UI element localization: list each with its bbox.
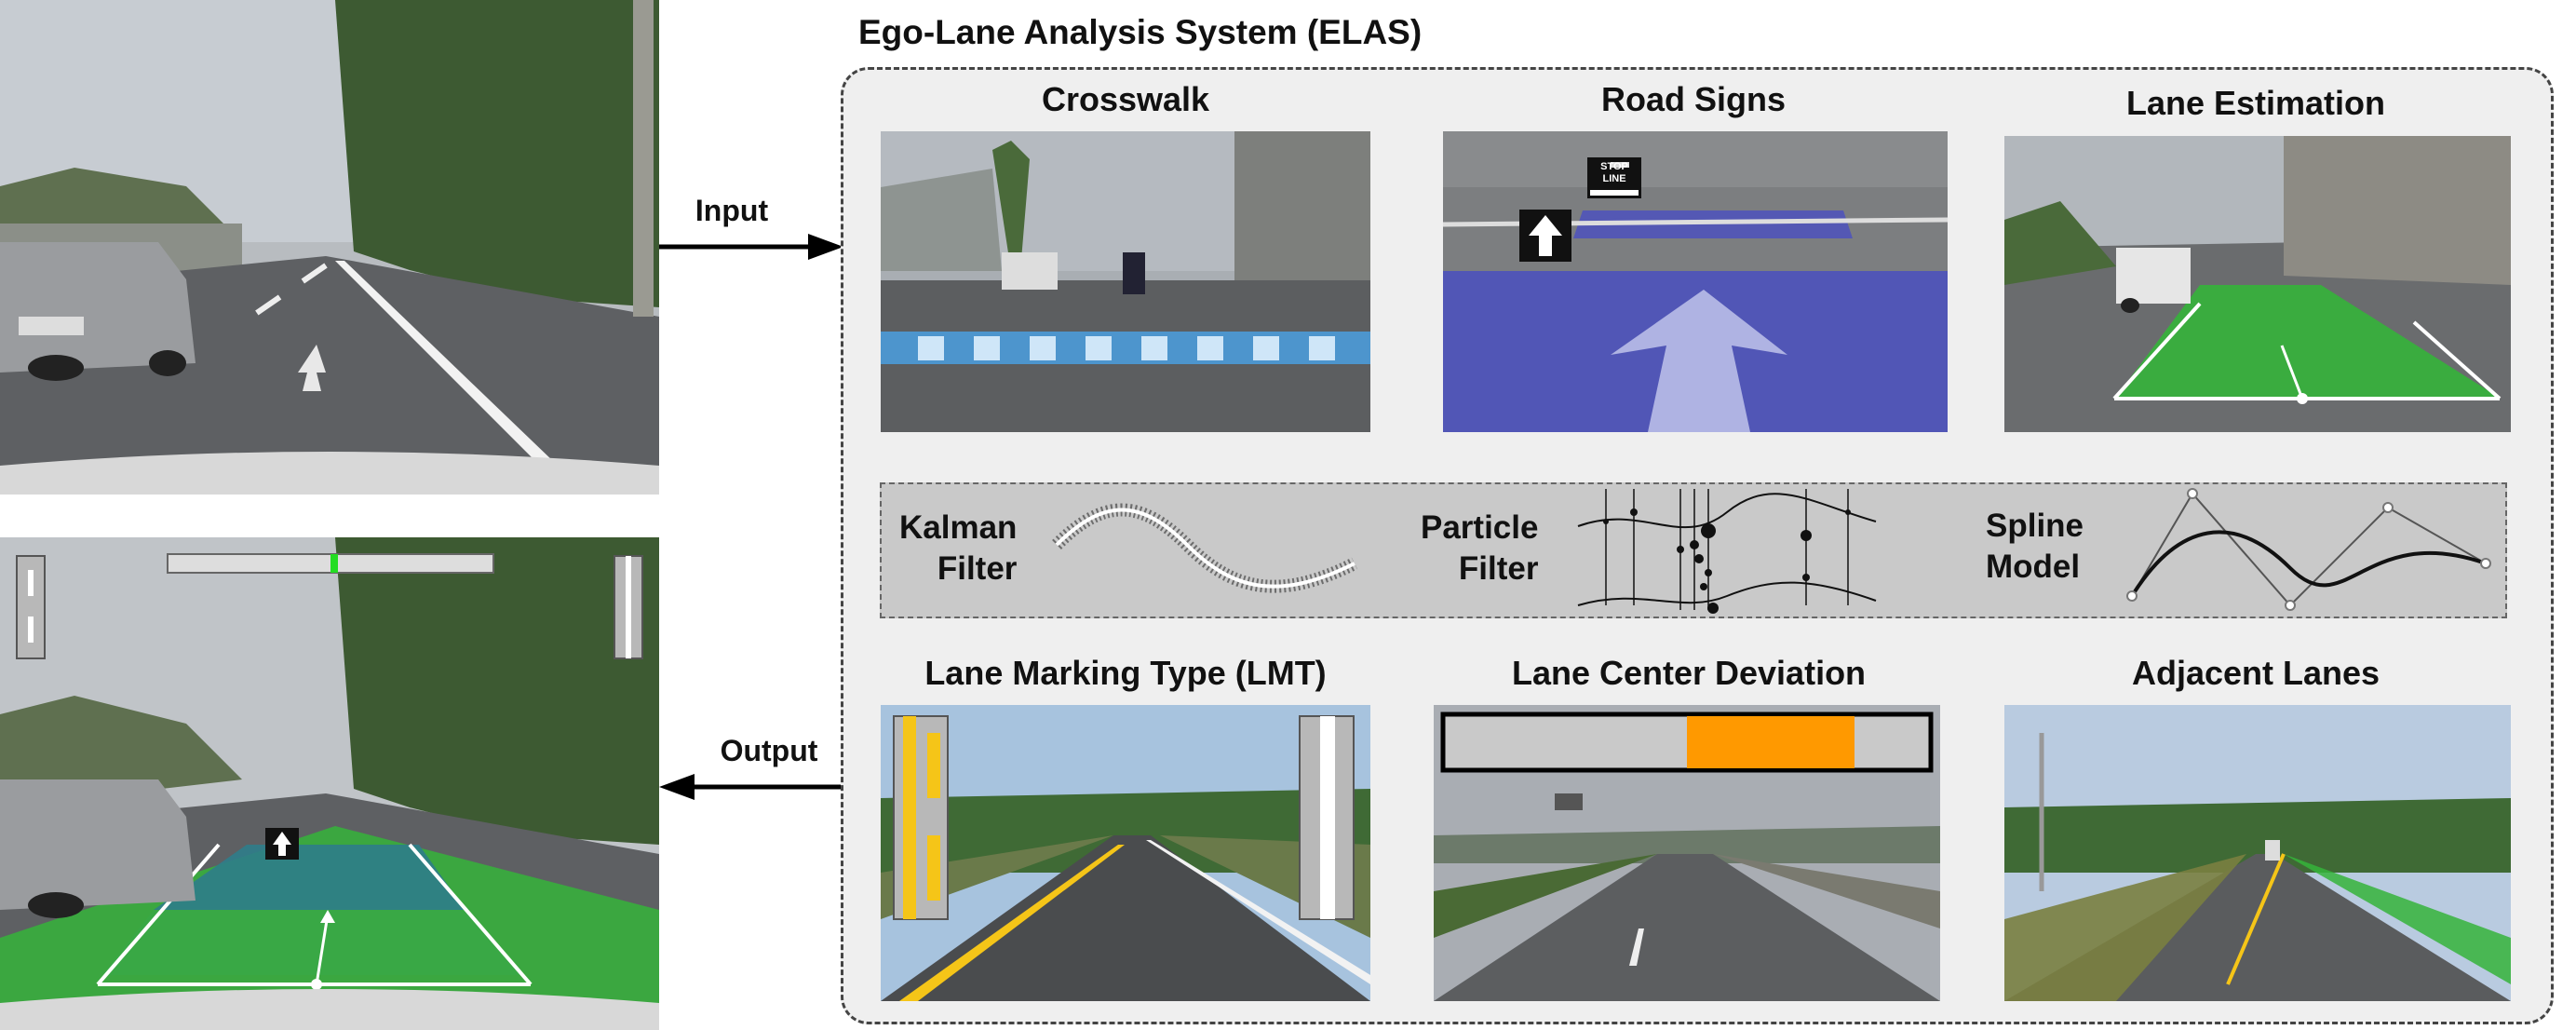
kalman-filter-label: Kalman Filter	[899, 509, 1018, 587]
tracking-models-strip	[880, 482, 2507, 618]
particle-filter-icon	[1577, 489, 1877, 614]
adjacent-lanes-title: Adjacent Lanes	[2131, 654, 2380, 692]
output-label: Output	[720, 734, 818, 767]
road-signs-photo: STOP LINE	[1443, 131, 1948, 432]
input-road-photo	[0, 0, 659, 495]
lane-estimation-title: Lane Estimation	[2125, 84, 2386, 122]
road-signs-title: Road Signs	[1600, 80, 1787, 118]
output-road-photo	[0, 537, 659, 1030]
spline-model-icon	[2126, 488, 2491, 611]
lane-estimation-photo	[2004, 136, 2511, 432]
lane-center-deviation-title: Lane Center Deviation	[1511, 654, 1867, 692]
system-title: Ego-Lane Analysis System (ELAS)	[858, 13, 1423, 51]
lmt-photo	[881, 705, 1370, 1001]
lmt-title: Lane Marking Type (LMT)	[924, 654, 1327, 692]
crosswalk-photo	[881, 131, 1370, 432]
stop-line-sign: STOP LINE	[1600, 161, 1628, 184]
spline-model-label: Spline Model	[1986, 508, 2084, 585]
input-label: Input	[695, 194, 769, 227]
lane-center-deviation-photo	[1434, 705, 1940, 1001]
particle-filter-label: Particle Filter	[1421, 509, 1539, 587]
kalman-filter-icon	[1052, 503, 1358, 593]
input-arrow	[659, 234, 843, 260]
adjacent-lanes-photo	[2004, 705, 2511, 1001]
crosswalk-title: Crosswalk	[1041, 80, 1210, 118]
output-arrow	[659, 774, 842, 800]
